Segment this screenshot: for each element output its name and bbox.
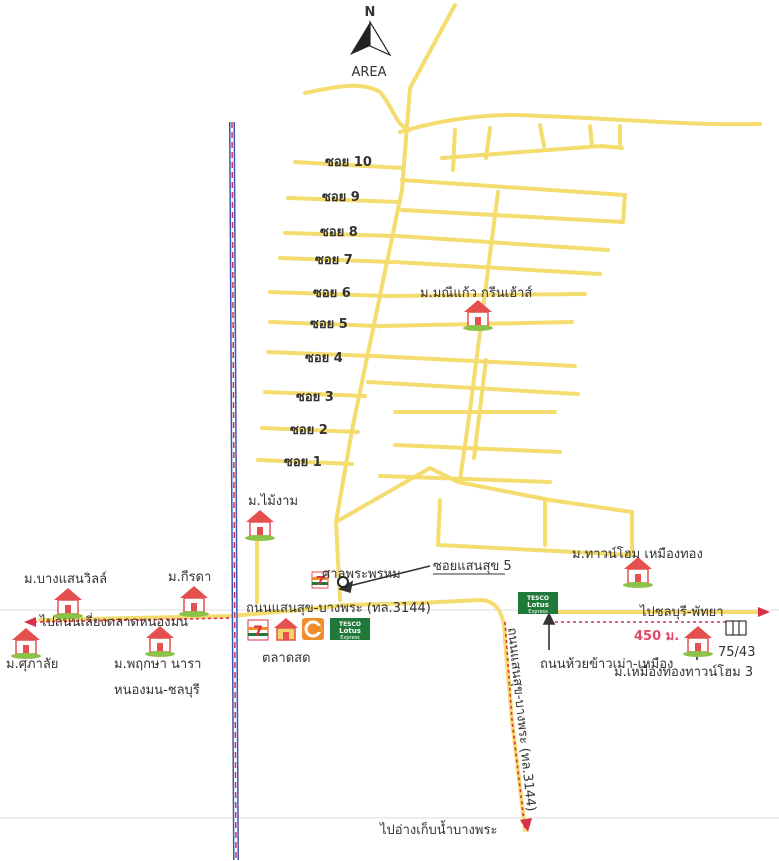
seven-eleven-icon: 7 [247,619,269,641]
south-road [478,598,527,832]
house-icon [179,586,209,617]
arrows [24,607,770,832]
label-main-road: ถนนแสนสุข-บางพระ (ทล.3144) [246,601,431,616]
soi-8-road [283,231,397,238]
soi-3-road [263,390,367,398]
soi-9-road [286,196,402,204]
label-maneekaew: ม.มณีแก้ว กรีนเฮ้าส์ [420,285,532,301]
soi-label: ซอย 10 [325,155,372,170]
svg-text:TESCO: TESCO [339,621,361,628]
soi-label: ซอย 2 [290,423,328,438]
market-house-icon [274,618,298,641]
destination-house-icon [725,620,747,636]
soi-2-road [260,426,360,434]
railway [229,121,239,861]
compass: N AREA [350,5,392,80]
label-thawanhome: ม.ทาวน์โฮม เหมืองทอง [572,546,703,562]
label-huaykhaomao: ถนนห้วยข้าวเม่า-เหมือง [540,656,673,672]
tesco-lotus-icon: TESCO Lotus Express [518,592,558,615]
soi-7-road [278,256,394,264]
place-labels: ม.มณีแก้ว กรีนเฮ้าส์ ม.ไม้งาม ม.ทาวน์โฮม… [6,285,755,698]
soi-labels: ซอย 10 ซอย 9 ซอย 8 ซอย 7 ซอย 6 ซอย 5 ซอย… [284,155,372,470]
svg-text:Lotus: Lotus [527,601,549,609]
soi-label: ซอย 4 [305,351,343,366]
house-icon [683,626,713,657]
label-distance: 450 ม. [634,629,679,644]
soi-label: ซอย 8 [320,225,358,240]
label-vertical-road: ถนนแสนสุข-บางพระ (ทล.3144) [504,627,538,812]
tesco-lotus-icon: TESCO Lotus Express [330,618,370,641]
top-east-road [398,112,762,134]
soi-6-road [268,290,387,298]
soi-label: ซอย 3 [296,390,334,405]
label-to-reservoir: ไปอ่างเก็บน้ำบางพระ [379,820,497,838]
soi-label: ซอย 5 [310,317,348,332]
soi-label: ซอย 7 [315,253,353,268]
top-curve-road [303,83,412,132]
label-bangsaenville: ม.บางแสนวิลล์ [24,571,107,587]
svg-text:7: 7 [316,574,324,588]
svg-text:Express: Express [340,635,360,641]
soi-label: ซอย 6 [313,286,351,301]
road-network [38,3,762,832]
label-house-no: 75/43 [718,645,755,660]
arrow-west-icon [24,617,36,627]
house-icons [11,300,713,659]
market-cluster: 7 7 TESCO Lotus Express TESCO L [247,571,747,641]
label-keerada: ม.กีรดา [168,569,211,585]
house-icon [245,510,275,541]
bigc-icon [302,618,324,640]
label-supalai: ม.ศุภาลัย [6,657,58,672]
house-icon [623,557,653,588]
soi-label: ซอย 9 [322,190,360,205]
soi-4-road [266,350,374,358]
soi-1-road [256,458,354,466]
label-to-chonburi: ไปชลบุรี-พัทยา [639,604,724,620]
inner-vertical-road [458,190,500,482]
label-market: ตลาดสด [262,651,311,666]
svg-text:TESCO: TESCO [527,595,549,602]
compass-arrow-icon [350,22,370,55]
label-shrine: ศาลพระพรหม [322,567,401,582]
label-saensuk5: ซอยแสนสุข 5 [433,559,512,574]
svg-text:Lotus: Lotus [339,627,361,635]
shrine-marker-icon [337,576,349,588]
house-icon [463,300,493,331]
house-icon [145,626,175,657]
seven-eleven-icon: 7 [311,571,329,589]
main-north-road [334,3,457,602]
arrow-up-icon [542,612,556,625]
road-labels: ซอยแสนสุข 5 ไปถนนเลี่ยงตลาดหนองมน ถนนแสน… [39,559,724,838]
compass-north: N [365,5,376,20]
soi-10-road [293,160,404,170]
label-to-nongmon: ไปถนนเลี่ยงตลาดหนองมน [39,613,188,630]
house-icon [53,588,83,619]
svg-text:7: 7 [253,624,263,640]
label-pruksa-line2: หนองมน-ชลบุรี [114,682,200,698]
soi-5-road [268,320,380,328]
arrow-south-icon [520,818,532,832]
compass-caption: AREA [351,65,386,80]
label-maingam: ม.ไม้งาม [248,493,298,509]
soi-label: ซอย 1 [284,455,322,470]
arrow-east-icon [758,607,770,617]
label-pruksa-line1: ม.พฤกษา นารา [114,657,201,672]
label-muangthong3: ม.เหมืองทองทาวน์โฮม 3 [614,664,753,680]
route-dashed [33,617,740,831]
house-icon [11,628,41,659]
svg-text:Express: Express [528,609,548,615]
